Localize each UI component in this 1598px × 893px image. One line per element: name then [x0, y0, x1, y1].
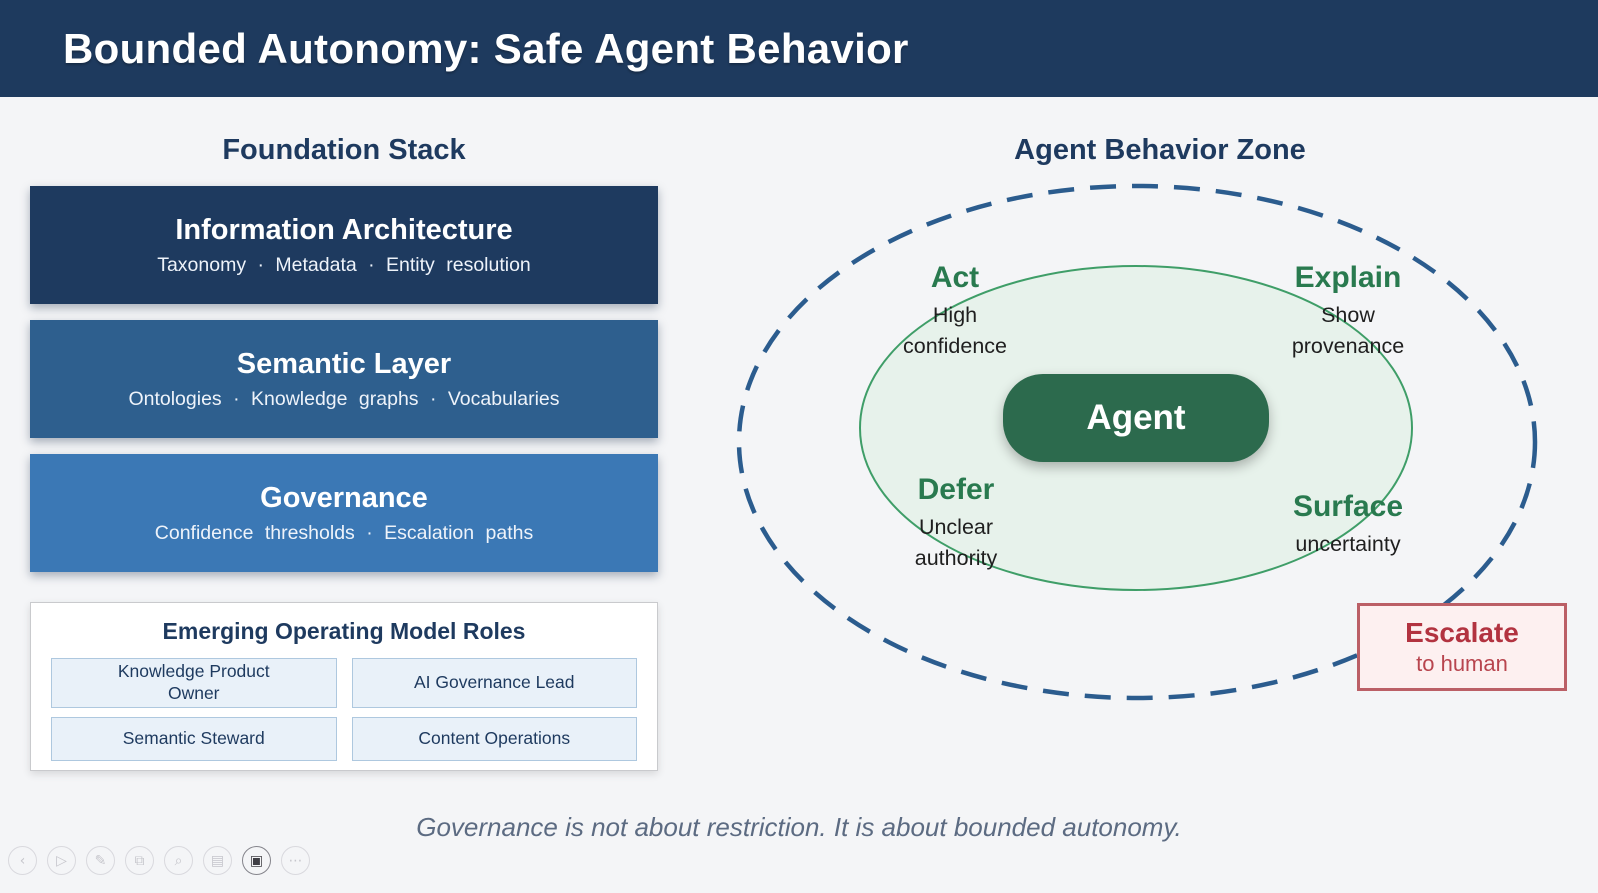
behavior-title: Surface: [1292, 490, 1404, 523]
behavior-title: Defer: [917, 473, 995, 506]
copy-icon[interactable]: ⧉: [125, 846, 154, 875]
role-chip-content-operations: Content Operations: [351, 717, 637, 761]
page-title: Bounded Autonomy: Safe Agent Behavior: [63, 24, 909, 72]
behavior-act: Act High confidence: [875, 261, 1035, 362]
role-chip-label: Semantic Steward: [122, 728, 265, 749]
roles-grid: Knowledge Product Owner AI Governance Le…: [51, 658, 637, 761]
more-icon[interactable]: ⋯: [281, 846, 310, 875]
role-chip-ai-governance-lead: AI Governance Lead: [351, 658, 637, 708]
agent-behavior-zone-heading: Agent Behavior Zone: [1014, 134, 1306, 166]
foundation-stack-heading: Foundation Stack: [222, 134, 466, 166]
pen-icon[interactable]: ✎: [86, 846, 115, 875]
escalate-subtitle: to human: [1416, 651, 1508, 676]
search-icon[interactable]: ⌕: [164, 846, 193, 875]
behavior-defer: Defer Unclear authority: [876, 473, 1036, 574]
layer-subtitle: Ontologies · Knowledge graphs · Vocabula…: [128, 387, 560, 410]
layer-subtitle: Confidence thresholds · Escalation paths: [154, 521, 534, 544]
behavior-subtitle: uncertainty: [1295, 532, 1401, 556]
behavior-explain: Explain Show provenance: [1268, 261, 1428, 362]
behavior-subtitle: Unclear authority: [914, 515, 998, 571]
footer-quote: Governance is not about restriction. It …: [416, 812, 1182, 842]
chevron-left-icon[interactable]: ‹: [8, 846, 37, 875]
role-chip-label: Knowledge Product Owner: [117, 661, 270, 703]
layer-subtitle: Taxonomy · Metadata · Entity resolution: [157, 253, 531, 276]
video-camera-icon[interactable]: ▣: [242, 846, 271, 875]
slide-header: Bounded Autonomy: Safe Agent Behavior: [0, 0, 1598, 97]
agent-pill: Agent: [1003, 374, 1269, 462]
role-chip-knowledge-product-owner: Knowledge Product Owner: [51, 658, 337, 708]
layer-title: Governance: [260, 481, 428, 514]
behavior-subtitle: High confidence: [903, 303, 1007, 359]
escalate-box: Escalate to human: [1357, 603, 1567, 691]
escalate-title: Escalate: [1405, 617, 1519, 648]
behavior-surface: Surface uncertainty: [1263, 490, 1433, 560]
behavior-subtitle: Show provenance: [1291, 303, 1405, 359]
behavior-title: Explain: [1294, 261, 1402, 294]
emerging-roles-panel: Emerging Operating Model Roles Knowledge…: [30, 602, 658, 771]
layer-title: Information Architecture: [175, 213, 513, 246]
layer-information-architecture: Information Architecture Taxonomy · Meta…: [30, 186, 658, 304]
emerging-roles-heading: Emerging Operating Model Roles: [162, 618, 526, 644]
boundary-dashed-ellipse: [736, 183, 1538, 701]
notes-icon[interactable]: ▤: [203, 846, 232, 875]
role-chip-label: Content Operations: [418, 728, 571, 749]
behavior-title: Act: [930, 261, 980, 294]
play-icon[interactable]: ▷: [47, 846, 76, 875]
role-chip-semantic-steward: Semantic Steward: [51, 717, 337, 761]
layer-semantic-layer: Semantic Layer Ontologies · Knowledge gr…: [30, 320, 658, 438]
layer-governance: Governance Confidence thresholds · Escal…: [30, 454, 658, 572]
layer-title: Semantic Layer: [236, 347, 452, 380]
role-chip-label: AI Governance Lead: [413, 672, 575, 693]
image-toolbar: ‹ ▷ ✎ ⧉ ⌕ ▤ ▣ ⋯: [8, 846, 310, 875]
